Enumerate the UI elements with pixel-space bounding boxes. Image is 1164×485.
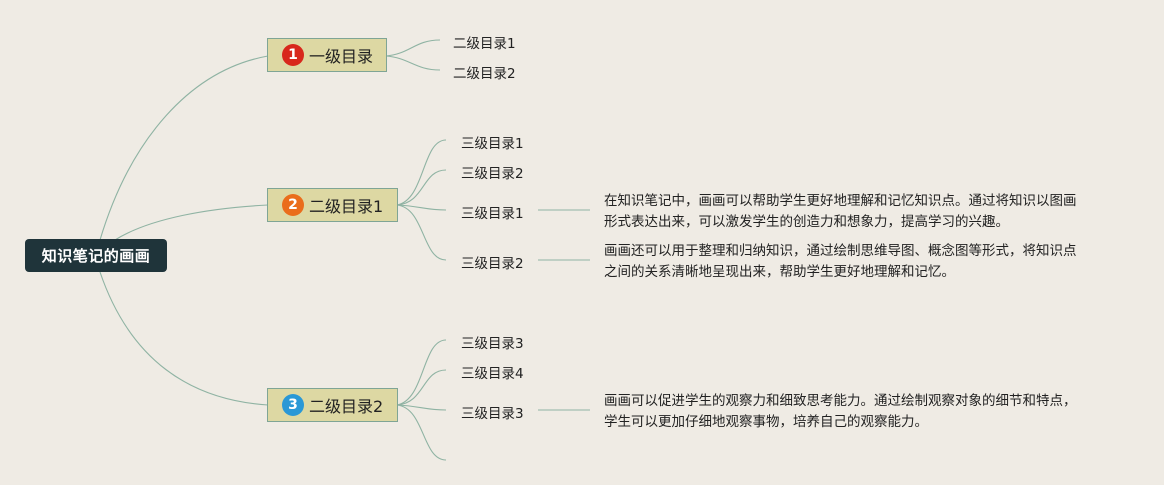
note-line: 之间的关系清晰地呈现出来，帮助学生更好地理解和记忆。	[604, 264, 955, 280]
note-line: 形式表达出来，可以激发学生的创造力和想象力，提高学习的兴趣。	[604, 214, 1009, 230]
branch-topic-1[interactable]: 1 一级目录	[267, 38, 387, 72]
subtopic-2-2[interactable]: 三级目录2	[461, 166, 524, 182]
subtopic-3-2[interactable]: 三级目录4	[461, 366, 524, 382]
subtopic-1-2[interactable]: 二级目录2	[453, 66, 516, 82]
branch-topic-2[interactable]: 2 二级目录1	[267, 188, 398, 222]
note-line: 画画还可以用于整理和归纳知识，通过绘制思维导图、概念图等形式，将知识点	[604, 243, 1077, 259]
number-1-badge-icon: 1	[282, 44, 304, 66]
root-topic[interactable]: 知识笔记的画画	[25, 239, 167, 272]
number-2-badge-icon: 2	[282, 194, 304, 216]
note-line: 学生可以更加仔细地观察事物，培养自己的观察能力。	[604, 414, 928, 430]
note-2-3[interactable]: 在知识笔记中，画画可以帮助学生更好地理解和记忆知识点。通过将知识以图画 形式表达…	[604, 191, 1104, 233]
branch-label: 二级目录1	[309, 197, 384, 216]
branch-label: 一级目录	[309, 47, 374, 66]
subtopic-3-3[interactable]: 三级目录3	[461, 406, 524, 422]
number-3-badge-icon: 3	[282, 394, 304, 416]
subtopic-2-1[interactable]: 三级目录1	[461, 136, 524, 152]
note-line: 在知识笔记中，画画可以帮助学生更好地理解和记忆知识点。通过将知识以图画	[604, 193, 1077, 209]
note-3-3[interactable]: 画画可以促进学生的观察力和细致思考能力。通过绘制观察对象的细节和特点， 学生可以…	[604, 391, 1104, 433]
note-line: 画画可以促进学生的观察力和细致思考能力。通过绘制观察对象的细节和特点，	[604, 393, 1077, 409]
subtopic-1-1[interactable]: 二级目录1	[453, 36, 516, 52]
branch-topic-3[interactable]: 3 二级目录2	[267, 388, 398, 422]
subtopic-3-1[interactable]: 三级目录3	[461, 336, 524, 352]
subtopic-2-3[interactable]: 三级目录1	[461, 206, 524, 222]
root-label: 知识笔记的画画	[41, 247, 151, 265]
branch-label: 二级目录2	[309, 397, 384, 416]
subtopic-2-4[interactable]: 三级目录2	[461, 256, 524, 272]
note-2-4[interactable]: 画画还可以用于整理和归纳知识，通过绘制思维导图、概念图等形式，将知识点 之间的关…	[604, 241, 1104, 283]
